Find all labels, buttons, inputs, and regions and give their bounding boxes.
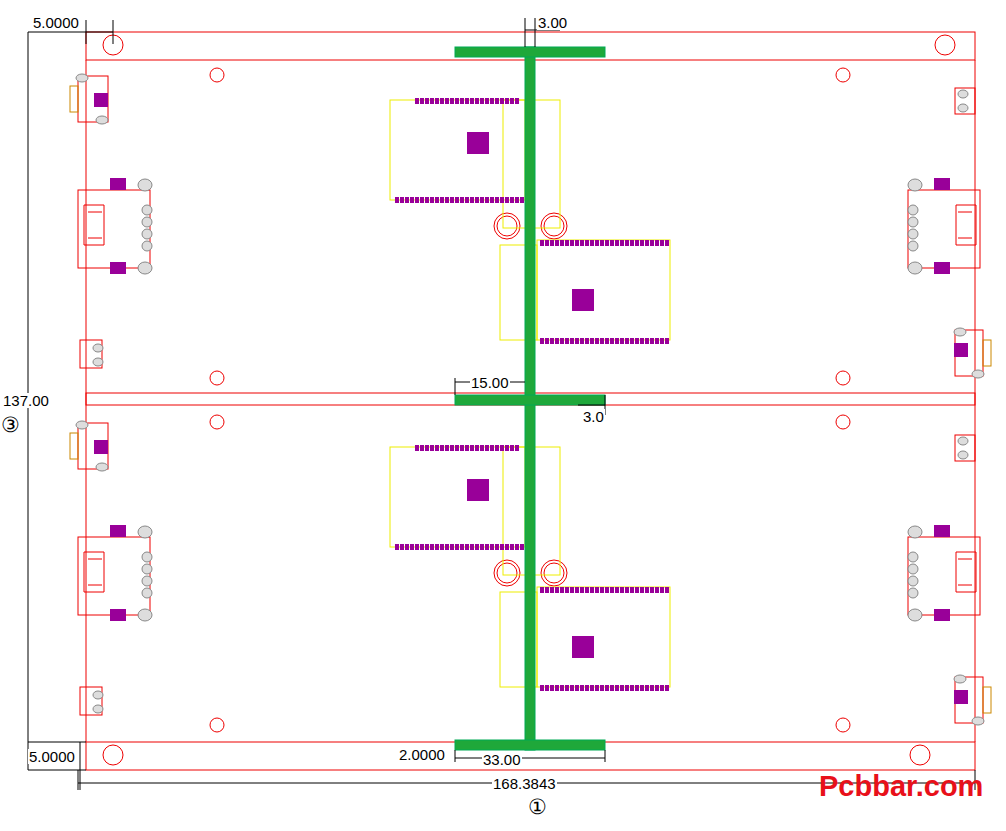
callout-number: ①: [527, 796, 548, 817]
dimension: 3.00: [537, 15, 568, 30]
dimension: 168.3843: [492, 776, 557, 791]
dimension: 33.00: [482, 752, 522, 767]
dimension: 2.0000: [398, 747, 446, 762]
dimension: 3.0: [582, 409, 605, 424]
dimension: 137.00: [2, 393, 50, 408]
dimension: 5.0000: [28, 749, 76, 764]
callout-number: ③: [0, 414, 21, 435]
dimension: 5.0000: [32, 15, 80, 30]
dimension: 15.00: [470, 375, 510, 390]
watermark: Pcbbar.com: [818, 772, 984, 801]
